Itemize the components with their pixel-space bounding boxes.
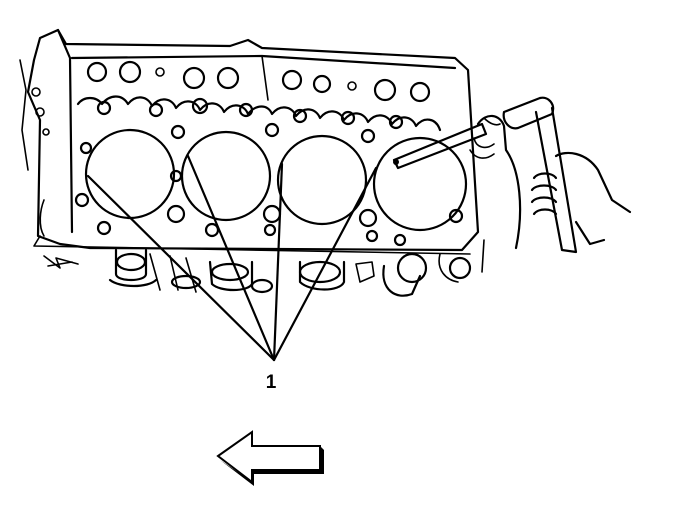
cylinder-bores xyxy=(84,128,468,232)
cylinder-bore-4 xyxy=(372,136,468,232)
upper-port-holes xyxy=(86,60,431,103)
punch-tool-icon xyxy=(392,114,522,250)
cylinder-bore-1 xyxy=(84,128,176,220)
cylinder-bore-2 xyxy=(180,130,272,222)
cylinder-head xyxy=(19,28,480,255)
callout-label-1: 1 xyxy=(265,372,277,393)
valve-components xyxy=(43,239,485,297)
water-jacket-holes xyxy=(76,95,442,144)
cylinder-bore-3 xyxy=(276,134,368,226)
hammer-icon xyxy=(502,96,632,254)
callout-leader-lines xyxy=(86,154,378,362)
head-bolt-holes xyxy=(74,141,464,247)
direction-arrow-left-icon xyxy=(216,430,324,486)
